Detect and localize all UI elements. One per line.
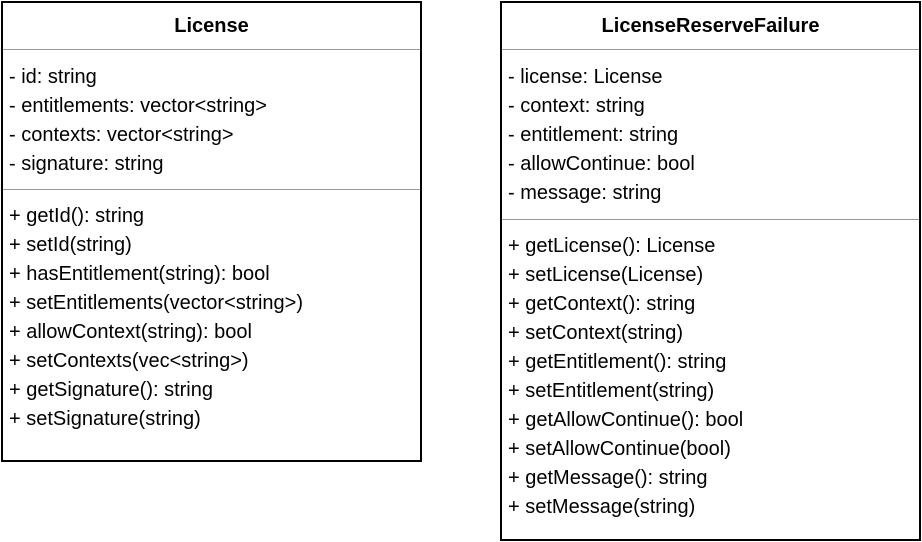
operation: + setContext(string)	[508, 322, 684, 344]
attribute: - entitlement: string	[508, 124, 679, 146]
operations-section: + getId(): string + setId(string) + hasE…	[3, 190, 420, 434]
operation: + setEntitlement(string)	[508, 380, 715, 402]
operation: + hasEntitlement(string): bool	[9, 263, 270, 285]
operation: + setMessage(string)	[508, 496, 696, 518]
attributes-section: - license: License - context: string - e…	[502, 50, 919, 220]
operation: + getAllowContinue(): bool	[508, 409, 744, 431]
operation: + setAllowContinue(bool)	[508, 438, 731, 460]
operation: + getEntitlement(): string	[508, 351, 727, 373]
class-box-license-reserve-failure: LicenseReserveFailure - license: License…	[500, 1, 921, 541]
class-box-license: License - id: string - entitlements: vec…	[1, 1, 422, 462]
operation: + allowContext(string): bool	[9, 321, 252, 343]
operation: + setContexts(vec<string>)	[9, 350, 249, 372]
class-name: LicenseReserveFailure	[502, 3, 919, 50]
attribute: - contexts: vector<string>	[9, 124, 234, 146]
operations-section: + getLicense(): License + setLicense(Lic…	[502, 220, 919, 522]
operation: + setSignature(string)	[9, 408, 201, 430]
class-name: License	[3, 3, 420, 50]
attribute: - context: string	[508, 95, 645, 117]
attribute: - id: string	[9, 66, 97, 88]
operation: + setLicense(License)	[508, 264, 704, 286]
attribute: - entitlements: vector<string>	[9, 95, 267, 117]
attribute: - message: string	[508, 182, 662, 204]
attribute: - license: License	[508, 66, 663, 88]
operation: + getLicense(): License	[508, 235, 716, 257]
attribute: - allowContinue: bool	[508, 153, 695, 175]
attributes-section: - id: string - entitlements: vector<stri…	[3, 50, 420, 190]
attribute: - signature: string	[9, 153, 164, 175]
operation: + getId(): string	[9, 205, 145, 227]
operation: + setId(string)	[9, 234, 132, 256]
operation: + getContext(): string	[508, 293, 696, 315]
operation: + setEntitlements(vector<string>)	[9, 292, 304, 314]
operation: + getSignature(): string	[9, 379, 213, 401]
operation: + getMessage(): string	[508, 467, 708, 489]
